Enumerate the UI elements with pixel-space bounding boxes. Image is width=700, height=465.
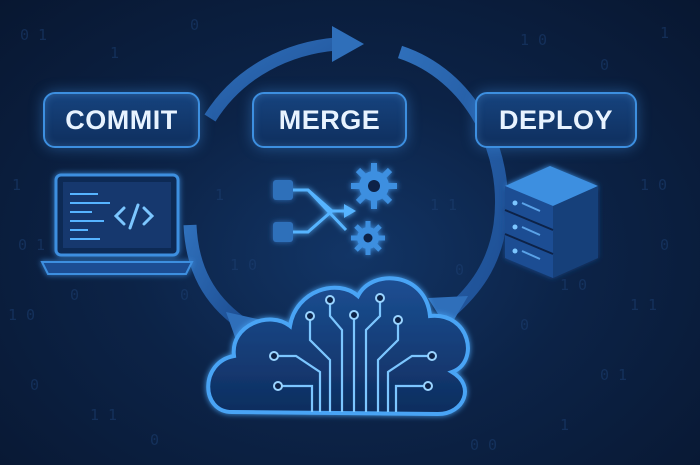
svg-text:1 1: 1 1 — [430, 196, 457, 214]
svg-text:0: 0 — [520, 316, 529, 334]
merge-label: MERGE — [252, 92, 407, 148]
cycle-arrows — [183, 37, 508, 328]
svg-text:1 1: 1 1 — [630, 296, 657, 314]
small-gear-icon — [351, 221, 385, 255]
svg-text:1: 1 — [560, 416, 569, 434]
arrowhead-left — [226, 312, 262, 340]
svg-text:1 0: 1 0 — [230, 256, 257, 274]
svg-text:0 1: 0 1 — [18, 236, 45, 254]
gear-icon — [351, 163, 397, 209]
svg-text:0: 0 — [660, 236, 669, 254]
svg-text:1 0: 1 0 — [560, 276, 587, 294]
arrow-left — [183, 224, 244, 328]
svg-text:1: 1 — [215, 186, 224, 204]
arrow-top — [204, 37, 337, 122]
svg-text:0 0: 0 0 — [470, 436, 497, 454]
svg-text:1 0: 1 0 — [8, 306, 35, 324]
svg-text:0: 0 — [30, 376, 39, 394]
svg-text:0: 0 — [70, 286, 79, 304]
svg-text:0 1: 0 1 — [600, 366, 627, 384]
commit-label: COMMIT — [43, 92, 200, 148]
svg-text:0 1: 0 1 — [20, 26, 47, 44]
merge-gears-icon — [273, 163, 397, 255]
laptop-code-icon — [40, 173, 194, 275]
svg-text:1: 1 — [110, 44, 119, 62]
svg-text:1 1: 1 1 — [90, 406, 117, 424]
cloud-circuit-icon — [206, 276, 470, 417]
svg-text:1 0: 1 0 — [640, 176, 667, 194]
server-rack-icon — [504, 166, 598, 278]
svg-text:1 0: 1 0 — [520, 31, 547, 49]
arrowhead-right — [428, 296, 468, 330]
svg-text:1: 1 — [12, 176, 21, 194]
svg-text:1: 1 — [660, 24, 669, 42]
svg-text:0: 0 — [600, 56, 609, 74]
svg-text:0: 0 — [150, 431, 159, 449]
arrowhead-top — [332, 26, 364, 62]
svg-text:0: 0 — [190, 16, 199, 34]
arrow-right — [397, 45, 508, 317]
svg-text:0: 0 — [455, 261, 464, 279]
svg-text:0: 0 — [180, 286, 189, 304]
deploy-label: DEPLOY — [475, 92, 637, 148]
